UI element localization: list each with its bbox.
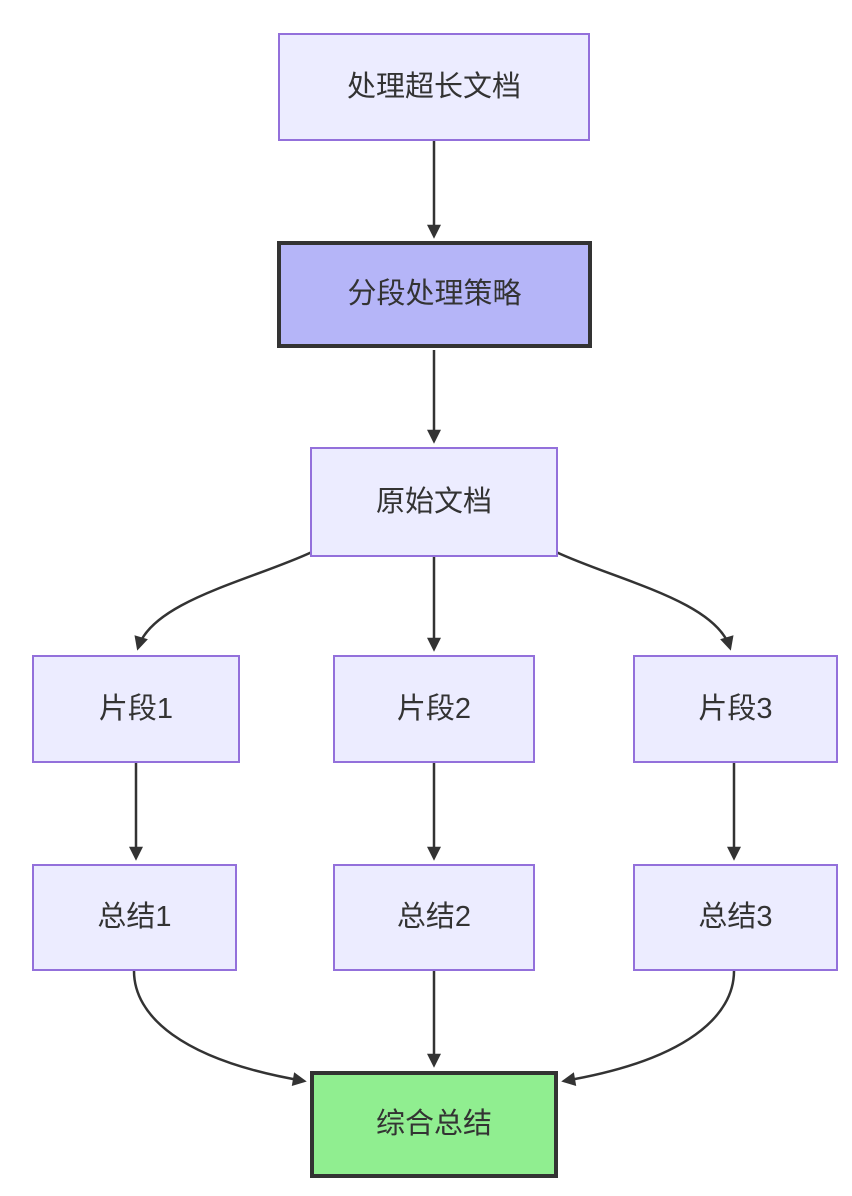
node-summary-1: 总结1 (32, 864, 237, 971)
node-fragment-2: 片段2 (333, 655, 535, 763)
node-summary-2: 总结2 (333, 864, 535, 971)
node-label: 总结3 (698, 901, 773, 934)
node-label: 分段处理策略 (347, 278, 522, 311)
node-fragment-1: 片段1 (32, 655, 240, 763)
node-label: 原始文档 (375, 485, 492, 518)
node-label: 处理超长文档 (346, 70, 521, 103)
node-label: 综合总结 (375, 1108, 492, 1141)
node-original-document: 原始文档 (310, 447, 558, 557)
edge-E3-F (561, 970, 736, 1087)
node-label: 片段3 (698, 692, 773, 725)
node-label: 总结1 (97, 901, 172, 934)
edge-E1-F (132, 970, 307, 1087)
edge-C-D3 (555, 550, 734, 651)
node-label: 总结2 (396, 901, 472, 934)
node-handle-long-document: 处理超长文档 (278, 33, 590, 141)
node-summary-3: 总结3 (633, 864, 838, 971)
node-final-summary: 综合总结 (310, 1071, 558, 1178)
node-label: 片段1 (98, 692, 174, 725)
edge-C-D1 (134, 550, 313, 651)
node-segmented-processing-strategy: 分段处理策略 (277, 241, 592, 348)
node-fragment-3: 片段3 (633, 655, 838, 763)
node-label: 片段2 (396, 692, 472, 725)
